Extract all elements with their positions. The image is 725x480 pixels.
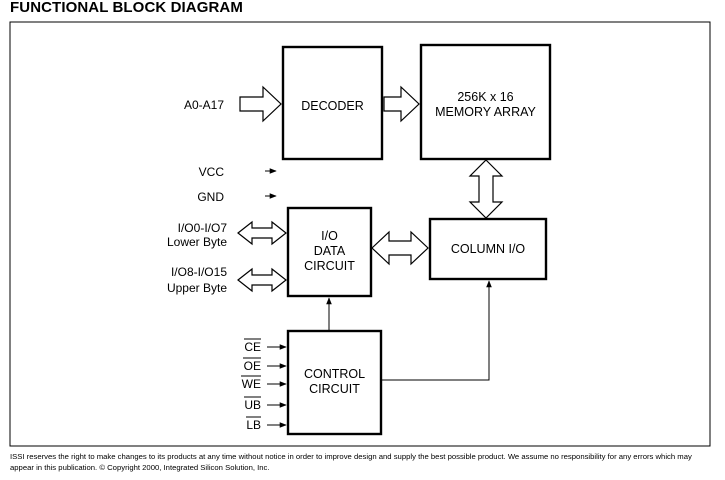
lower-byte-double-arrow — [237, 220, 287, 246]
ce-label: CE — [244, 340, 261, 354]
diagram-frame — [9, 21, 711, 447]
control-circuit-label-line1: CONTROL — [304, 367, 365, 381]
control-circuit-block: CONTROL CIRCUIT — [286, 329, 383, 436]
ub-label: UB — [244, 398, 261, 412]
io-column-io-double-arrow — [371, 230, 429, 266]
footer-disclaimer: ISSI reserves the right to make changes … — [10, 452, 692, 472]
lb-label: LB — [246, 418, 261, 432]
memory-array-label-line2: MEMORY ARRAY — [435, 105, 536, 119]
control-signal-labels: CE OE WE UB LB — [241, 338, 261, 432]
io-lower-label-line2: Lower Byte — [167, 235, 227, 249]
address-label: A0-A17 — [184, 98, 224, 112]
column-io-block: COLUMN I/O — [428, 217, 548, 281]
io-upper-label-line2: Upper Byte — [167, 281, 227, 295]
address-input-arrow — [239, 85, 282, 123]
column-io-label: COLUMN I/O — [451, 242, 526, 256]
io-lower-label-line1: I/O0-I/O7 — [178, 221, 228, 235]
memory-array-label-line1: 256K x 16 — [457, 90, 513, 104]
decoder-to-memory-arrow — [383, 85, 420, 123]
oe-label: OE — [244, 359, 261, 373]
memory-column-io-double-arrow — [468, 159, 504, 219]
control-circuit-label-line2: CIRCUIT — [309, 382, 360, 396]
io-data-circuit-block: I/O DATA CIRCUIT — [286, 206, 373, 298]
decoder-label: DECODER — [301, 99, 364, 113]
page-title: FUNCTIONAL BLOCK DIAGRAM — [10, 0, 243, 16]
decoder-block: DECODER — [281, 45, 384, 161]
io-data-circuit-label-line1: I/O — [321, 229, 338, 243]
io-upper-label-line1: I/O8-I/O15 — [171, 265, 227, 279]
gnd-label: GND — [197, 190, 224, 204]
control-to-column-io-arrow — [382, 280, 492, 381]
io-data-circuit-label-line3: CIRCUIT — [304, 259, 355, 273]
we-label: WE — [242, 377, 261, 391]
io-data-circuit-label-line2: DATA — [314, 244, 346, 258]
upper-byte-double-arrow — [237, 267, 287, 293]
vcc-label: VCC — [199, 165, 225, 179]
memory-array-block: 256K x 16 MEMORY ARRAY — [419, 43, 552, 161]
